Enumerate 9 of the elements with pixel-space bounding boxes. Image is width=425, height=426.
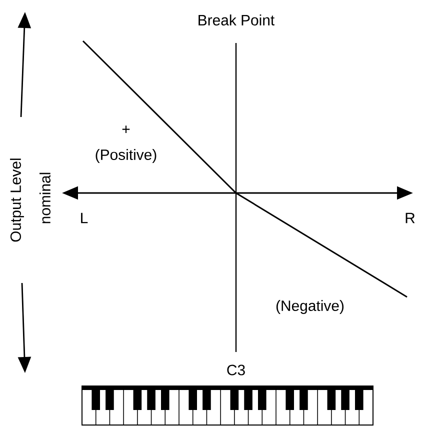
axis-label: C3 bbox=[227, 364, 245, 376]
axis-label: L bbox=[81, 212, 88, 224]
axis-label: (Negative) bbox=[276, 300, 344, 314]
axis-label: Break Point bbox=[198, 14, 274, 26]
axis-label: nominal bbox=[40, 172, 50, 224]
axis-label: Output Level bbox=[10, 158, 24, 242]
axis-label: (Positive) bbox=[96, 149, 156, 163]
axis-label: R bbox=[406, 212, 415, 224]
axis-label: + bbox=[122, 126, 130, 133]
